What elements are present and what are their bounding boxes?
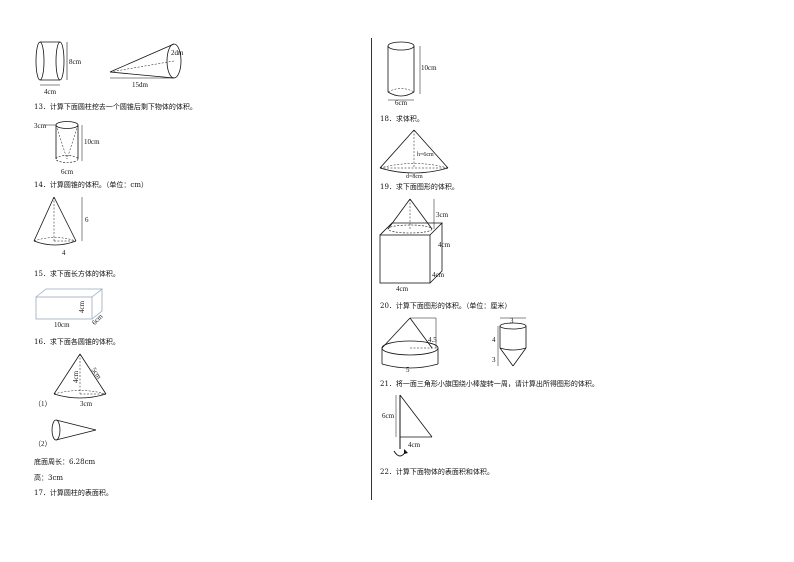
question-16-note-circumference: 底面周长：6.28cm: [34, 458, 96, 466]
fig-label: 4cm: [78, 300, 86, 313]
fig-label: 6cm: [90, 312, 105, 327]
fig-label: 4cm: [44, 88, 57, 96]
fig-label: 3: [510, 317, 514, 325]
fig-label: （1）: [34, 400, 52, 408]
cylinder-cone-figure-q20: 3 4 3: [492, 317, 527, 367]
fig-label: 15dm: [132, 81, 149, 89]
cuboid-figure: 10cm 4cm 6cm: [35, 288, 105, 329]
question-19-text: 19．求下面图形的体积。: [380, 183, 459, 191]
fig-label: h=6cm: [417, 152, 434, 158]
cylinder-figure-8cm: 8cm 4cm: [35, 41, 82, 96]
cone-cylinder-figure-q20: 4.5 5: [381, 317, 439, 374]
cone-on-cube-figure: 3cm 4cm 4cm 4cm: [379, 198, 451, 293]
cone-figure-q14: 6 4: [33, 196, 89, 257]
question-17-text: 17．计算圆柱的表面积。: [34, 489, 113, 497]
fig-label: 3cm: [80, 400, 93, 408]
triangle-flag-figure: 6cm 4cm: [382, 394, 433, 457]
fig-label: 10cm: [84, 138, 100, 146]
fig-label: 6: [85, 216, 89, 224]
fig-label: 5cm: [90, 366, 104, 381]
cone-figure-q18: h=6cm d=8cm: [379, 129, 449, 180]
fig-label: 4cm: [432, 271, 445, 279]
question-20-text: 20．计算下面图形的体积。（单位：厘米）: [380, 302, 512, 310]
cone-figure-q16-1: 4cm 5cm 3cm （1）: [34, 353, 107, 408]
question-13-text: 13．计算下面圆柱挖去一个圆锥后剩下物体的体积。: [34, 103, 197, 111]
fig-label: （2）: [34, 440, 52, 448]
column-divider: [371, 38, 372, 500]
fig-label: d=8cm: [406, 174, 423, 180]
question-16-text: 16．求下面各圆锥的体积。: [34, 338, 120, 346]
fig-label: 4.5: [428, 336, 437, 344]
fig-label: 4cm: [396, 285, 409, 293]
cone-figure-15dm: 2dm 15dm: [109, 43, 184, 89]
fig-label: 10cm: [54, 321, 70, 329]
cylinder-figure-10cm: 10cm 6cm: [387, 41, 437, 107]
fig-label: 6cm: [382, 412, 395, 420]
cylinder-minus-cone-figure: 3cm 10cm 6cm: [34, 121, 100, 176]
question-15-text: 15．求下面长方体的体积。: [34, 270, 120, 278]
fig-label: 6cm: [395, 99, 408, 107]
question-18-text: 18．求体积。: [380, 115, 424, 123]
fig-label: 4: [62, 249, 66, 257]
fig-label: 4cm: [438, 241, 451, 249]
cone-figure-q16-2: （2）: [34, 419, 97, 448]
fig-label: 3cm: [34, 122, 47, 130]
fig-label: 10cm: [421, 64, 437, 72]
fig-label: 8cm: [69, 58, 82, 66]
fig-label: 4: [492, 336, 496, 344]
fig-label: 4cm: [408, 441, 421, 449]
question-14-text: 14．计算圆锥的体积。（单位：cm）: [34, 181, 148, 189]
question-16-note-height: 高：3cm: [34, 474, 64, 482]
fig-label: 6cm: [61, 168, 74, 176]
fig-label: 3: [492, 356, 496, 364]
fig-label: 4cm: [72, 370, 80, 383]
fig-label: 3cm: [436, 211, 449, 219]
fig-label: 2dm: [171, 49, 184, 57]
fig-label: 5: [406, 366, 410, 374]
question-22-text: 22．计算下面物体的表面积和体积。: [380, 468, 494, 476]
question-21-text: 21．将一面三角形小旗围绕小棒旋转一周，请计算出所得图形的体积。: [380, 380, 599, 388]
